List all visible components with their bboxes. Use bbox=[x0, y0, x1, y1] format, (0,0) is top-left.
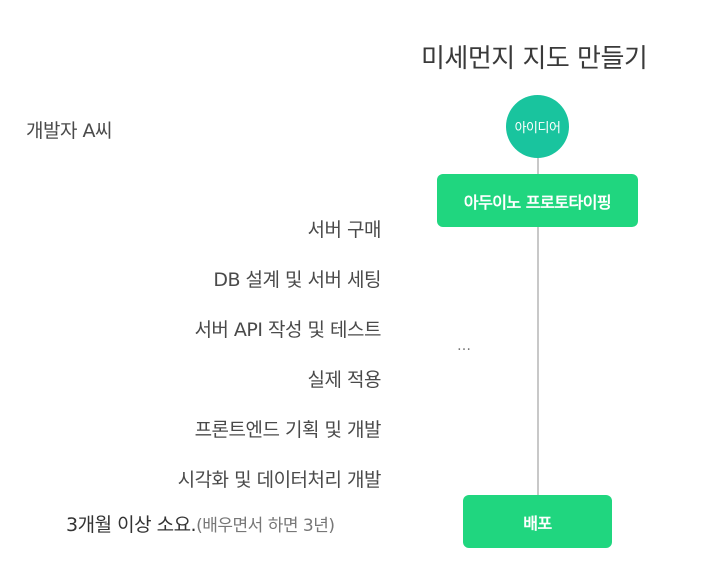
step-item: 실제 적용 bbox=[307, 369, 382, 391]
node-deploy: 배포 bbox=[463, 495, 612, 548]
node-deploy-label: 배포 bbox=[523, 513, 552, 533]
node-idea-label: 아이디어 bbox=[514, 121, 561, 136]
node-prototyping: 아두이노 프로토타이핑 bbox=[437, 174, 638, 227]
step-item: DB 설계 및 서버 세팅 bbox=[213, 269, 381, 291]
actor-label: 개발자 A씨 bbox=[26, 120, 112, 142]
node-idea: 아이디어 bbox=[506, 95, 569, 158]
duration-note: 3개월 이상 소요.(배우면서 하면 3년) bbox=[66, 510, 335, 537]
duration-aside: (배우면서 하면 3년) bbox=[196, 516, 335, 536]
step-item: 서버 구매 bbox=[307, 219, 382, 241]
step-item: 서버 API 작성 및 테스트 bbox=[194, 319, 381, 341]
node-prototyping-label: 아두이노 프로토타이핑 bbox=[463, 192, 612, 212]
step-item: 프론트엔드 기획 및 개발 bbox=[194, 419, 382, 441]
ellipsis: … bbox=[457, 338, 471, 354]
duration-main: 3개월 이상 소요. bbox=[66, 514, 197, 536]
diagram-title: 미세먼지 지도 만들기 bbox=[421, 44, 648, 74]
step-item: 시각화 및 데이터처리 개발 bbox=[177, 469, 382, 491]
timeline-line bbox=[537, 155, 539, 500]
step-list: 서버 구매 DB 설계 및 서버 세팅 서버 API 작성 및 테스트 실제 적… bbox=[177, 215, 382, 515]
